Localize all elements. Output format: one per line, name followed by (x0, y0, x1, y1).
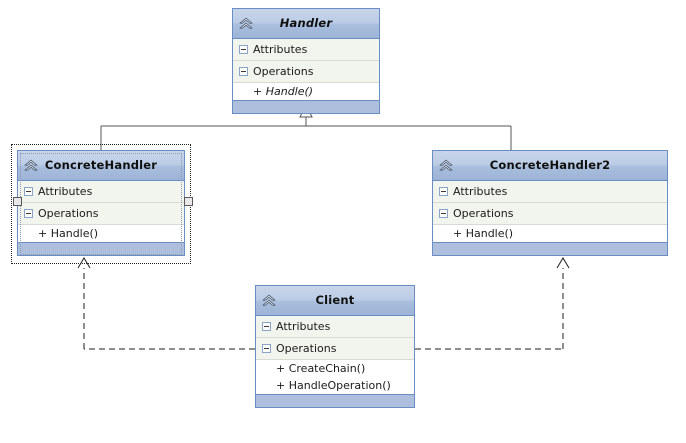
collapse-toggle-icon[interactable] (262, 344, 271, 353)
operations-compartment-concretehandler[interactable]: Operations (18, 203, 184, 225)
class-header-client: Client (256, 286, 414, 316)
operation-item[interactable]: + CreateChain() (276, 362, 366, 375)
class-body-client: Attributes Operations + CreateChain() + … (256, 316, 414, 394)
operations-compartment-handler[interactable]: Operations (233, 61, 379, 83)
selection-handle-left[interactable] (13, 197, 22, 206)
collapse-toggle-icon[interactable] (439, 187, 448, 196)
class-box-client[interactable]: Client Attributes Operations + CreateCha… (255, 285, 415, 408)
class-body-handler: Attributes Operations + Handle() (233, 39, 379, 100)
collapse-toggle-icon[interactable] (24, 187, 33, 196)
attributes-label: Attributes (253, 43, 308, 56)
attributes-label: Attributes (453, 185, 508, 198)
class-header-handler: Handler (233, 9, 379, 39)
selection-handle-right[interactable] (184, 197, 193, 206)
class-box-handler[interactable]: Handler Attributes Operations + Handle() (232, 8, 380, 114)
attributes-compartment-client[interactable]: Attributes (256, 316, 414, 338)
class-chevron-icon (24, 159, 38, 171)
class-footer-client (256, 394, 414, 407)
attributes-compartment-concretehandler2[interactable]: Attributes (433, 181, 667, 203)
operations-label: Operations (253, 65, 314, 78)
operation-item[interactable]: + Handle() (453, 227, 514, 240)
collapse-toggle-icon[interactable] (24, 209, 33, 218)
attributes-compartment-concretehandler[interactable]: Attributes (18, 181, 184, 203)
operations-list-concretehandler2: + Handle() (433, 225, 667, 242)
class-title-handler: Handler (279, 15, 333, 30)
attributes-label: Attributes (276, 320, 331, 333)
collapse-toggle-icon[interactable] (262, 322, 271, 331)
dependency-right-arrowhead (556, 257, 570, 269)
collapse-toggle-icon[interactable] (239, 67, 248, 76)
dependency-edge-left (83, 268, 255, 350)
class-header-concretehandler2: ConcreteHandler2 (433, 151, 667, 181)
operations-label: Operations (276, 342, 337, 355)
class-title-client: Client (315, 292, 355, 307)
operations-list-handler: + Handle() (233, 83, 379, 100)
class-footer-handler (233, 100, 379, 113)
class-header-concretehandler: ConcreteHandler (18, 151, 184, 181)
collapse-toggle-icon[interactable] (239, 45, 248, 54)
class-box-concretehandler[interactable]: ConcreteHandler Attributes Operations + … (17, 150, 185, 256)
operations-label: Operations (38, 207, 99, 220)
class-title-concretehandler: ConcreteHandler (44, 157, 158, 172)
operation-item[interactable]: + Handle() (38, 227, 99, 240)
attributes-label: Attributes (38, 185, 93, 198)
class-title-concretehandler2: ConcreteHandler2 (489, 157, 611, 172)
class-body-concretehandler: Attributes Operations + Handle() (18, 181, 184, 242)
collapse-toggle-icon[interactable] (439, 209, 448, 218)
class-chevron-icon (439, 159, 453, 171)
class-box-concretehandler2[interactable]: ConcreteHandler2 Attributes Operations +… (432, 150, 668, 256)
operations-list-concretehandler: + Handle() (18, 225, 184, 242)
operations-list-client: + CreateChain() + HandleOperation() (256, 360, 414, 394)
dependency-edge-right (415, 268, 564, 350)
operations-compartment-client[interactable]: Operations (256, 338, 414, 360)
class-body-concretehandler2: Attributes Operations + Handle() (433, 181, 667, 242)
class-chevron-icon (239, 17, 253, 29)
operation-item[interactable]: + HandleOperation() (276, 379, 391, 392)
operations-label: Operations (453, 207, 514, 220)
class-footer-concretehandler2 (433, 242, 667, 255)
generalization-edges (100, 117, 512, 150)
attributes-compartment-handler[interactable]: Attributes (233, 39, 379, 61)
class-footer-concretehandler (18, 242, 184, 255)
class-chevron-icon (262, 294, 276, 306)
operations-compartment-concretehandler2[interactable]: Operations (433, 203, 667, 225)
dependency-left-arrowhead (77, 257, 91, 269)
operation-item[interactable]: + Handle() (253, 85, 314, 98)
